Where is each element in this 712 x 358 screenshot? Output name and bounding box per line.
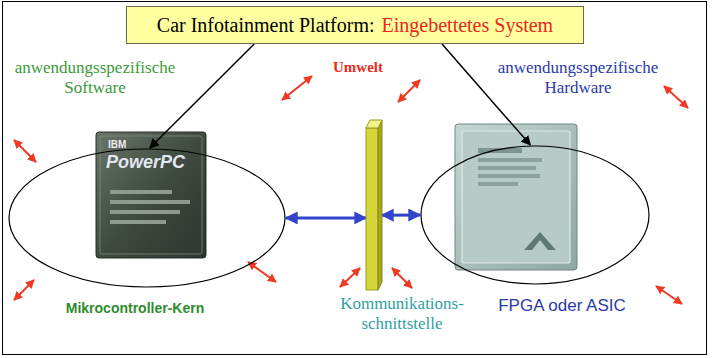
connector-arrow [382,214,420,217]
hardware-ellipse: anwendungsspezifische HardwareFPGA oder … [420,145,650,285]
title-text: Car Infotainment Platform: [157,14,375,37]
interface-caption: Kommunikations- schnittstelle [337,294,467,335]
connector-arrow [286,216,366,219]
ellipse-outline-shape [9,149,285,287]
environment-arrow [282,76,312,100]
bar-shape [366,120,382,290]
interface-bar: Kommunikations- schnittstelle [366,120,382,290]
environment-arrow [248,262,276,282]
microcontroller-caption: Mikrocontroller-Kern [45,300,225,317]
environment-arrow [392,268,412,288]
environment-arrow [656,286,682,304]
fpga-chip [455,124,577,270]
title-box: Car Infotainment Platform: Eingebettetes … [126,6,584,44]
bar-top [366,120,382,128]
ellipse-outline-shape [421,146,649,284]
environment-label: Umwelt [333,58,383,76]
environment-arrow [14,280,34,300]
fpga-caption: FPGA oder ASIC [477,296,647,316]
hardware-heading: anwendungsspezifische Hardware [483,58,673,99]
bar-side [378,120,382,290]
chip-brand: IBM [108,139,126,151]
ellipse-outline [420,145,650,285]
environment-arrow [340,268,360,287]
bar-front [366,128,378,290]
environment-arrow [14,140,36,162]
title-highlight: Eingebettetes System [382,14,554,37]
environment-arrow [398,80,420,102]
chip-marking: PowerPC [106,152,185,174]
software-heading: anwendungsspezifische Software [0,58,190,99]
environment-arrow [664,86,688,108]
